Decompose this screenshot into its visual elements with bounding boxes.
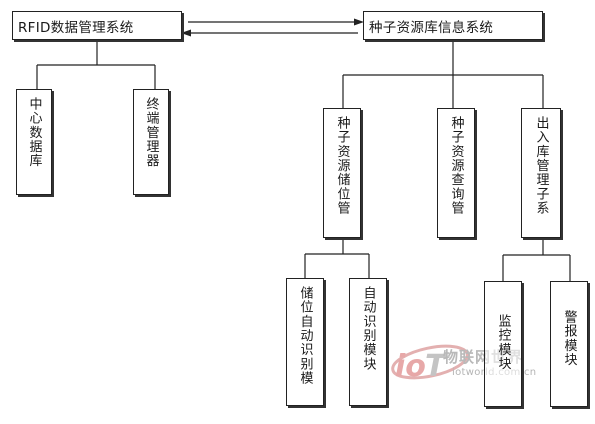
- svg-text:io: io: [395, 349, 426, 384]
- inout-subsystem-box: 出入库管理子系: [521, 108, 561, 238]
- storage-management-box: 种子资源储位管: [323, 108, 361, 238]
- seed-info-system-box: 种子资源库信息系统: [363, 11, 543, 40]
- svg-text:T: T: [425, 349, 448, 384]
- auto-id-module-box: 自动识别模块: [349, 278, 387, 406]
- alarm-module-box: 警报模块: [550, 281, 588, 407]
- terminal-manager-box: 终端管理器: [133, 89, 169, 195]
- storage-auto-id-box: 储位自动识别模: [286, 278, 324, 406]
- iotworld-logo: io T: [391, 344, 469, 384]
- arrowhead-right-icon: [354, 18, 364, 26]
- monitor-module-box: 监控模块: [484, 281, 522, 407]
- arrowhead-left-icon: [181, 29, 191, 37]
- data-center-box: 中心数据库: [16, 89, 52, 195]
- query-management-box: 种子资源查询管: [437, 108, 475, 238]
- rfid-system-box: RFID数据管理系统: [12, 11, 182, 40]
